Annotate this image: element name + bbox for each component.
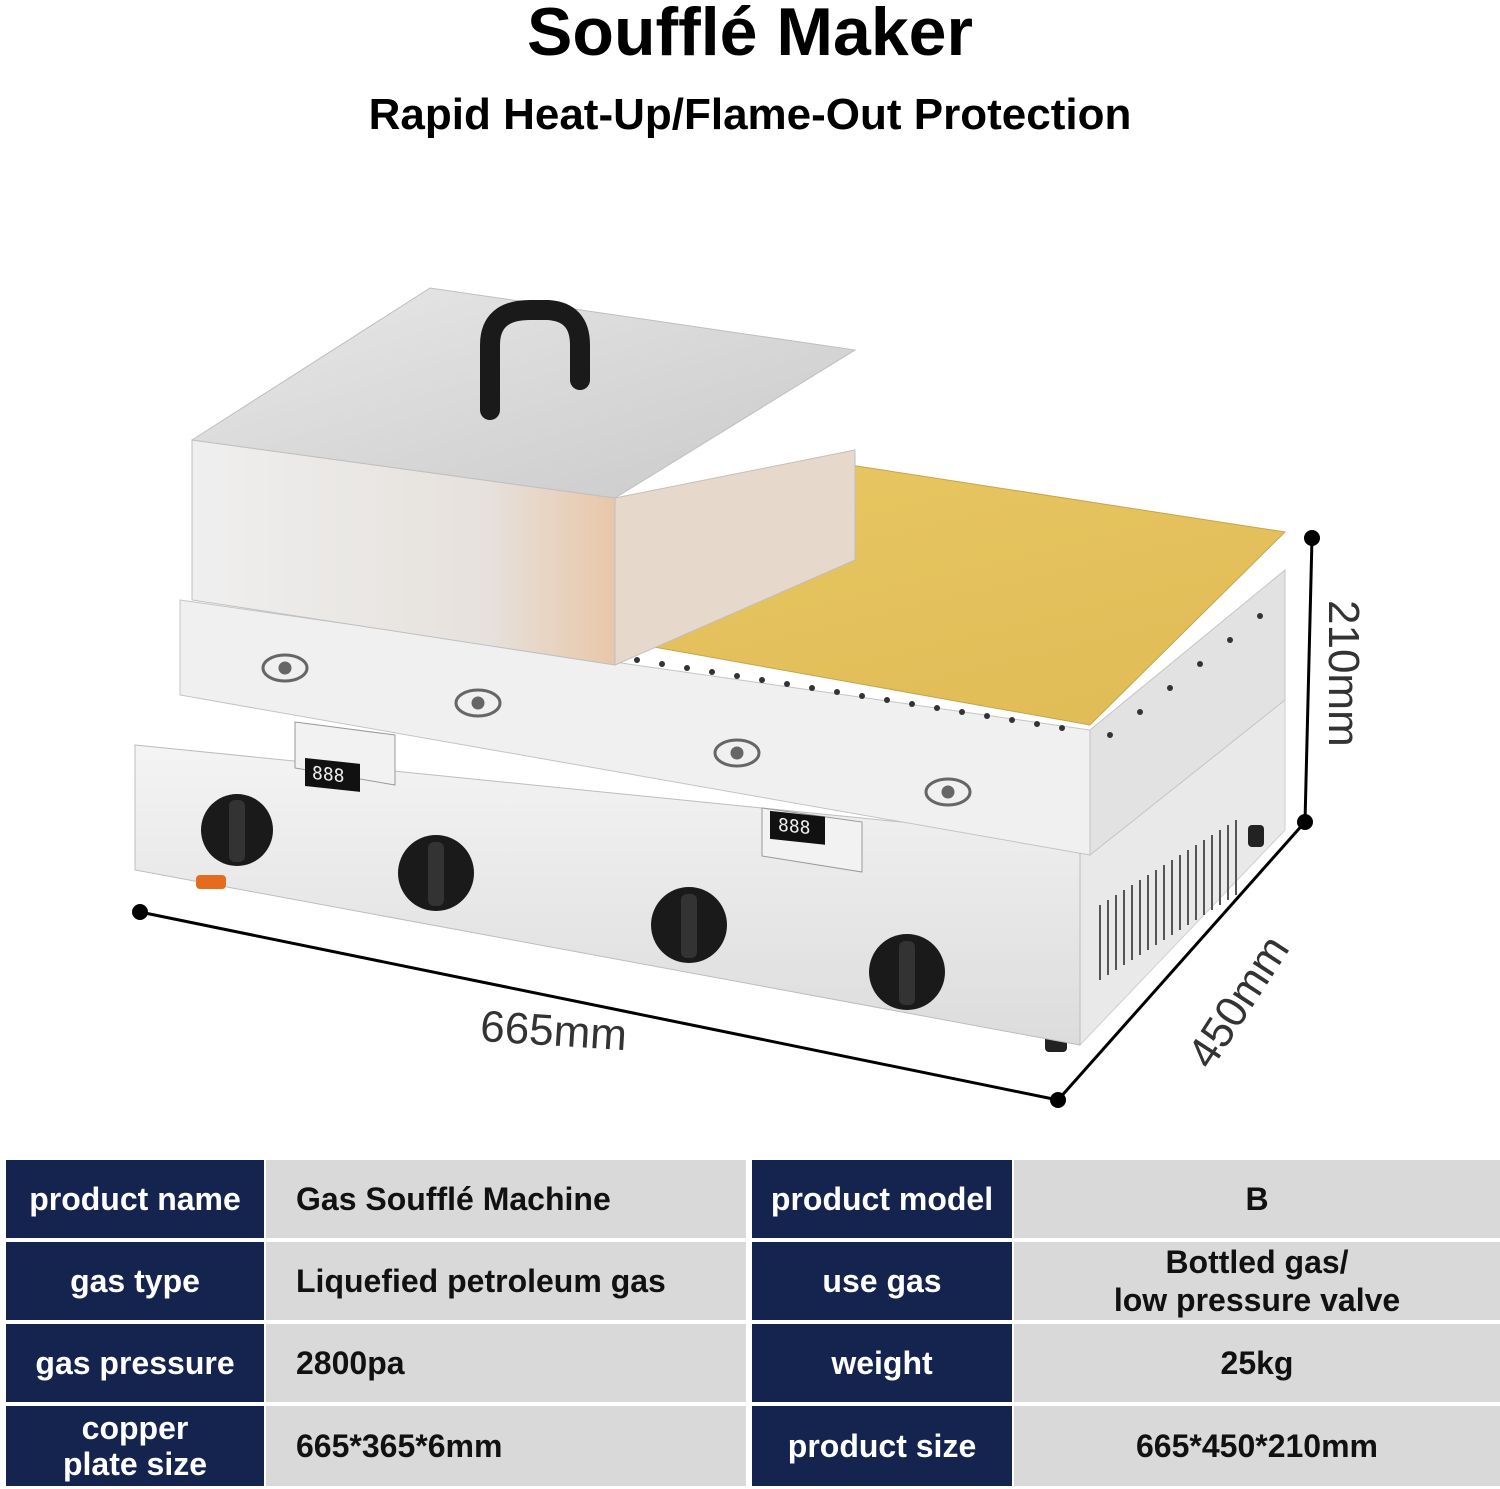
dimension-lines <box>139 537 1314 1102</box>
knob-icon <box>651 887 727 963</box>
knob-icon <box>869 934 945 1010</box>
page-title: Soufflé Maker <box>527 0 973 70</box>
lid-top <box>190 287 857 499</box>
souffle-maker-drawing: 888 888 <box>132 287 1320 1108</box>
spec-value: Bottled gas/ low pressure valve <box>1014 1242 1500 1320</box>
product-illustration: 888 888 <box>0 160 1500 1140</box>
svg-text:888: 888 <box>778 815 810 839</box>
height-dimension-label: 210mm <box>1319 600 1368 747</box>
spec-value: 25kg <box>1014 1324 1500 1402</box>
spec-value: 2800pa <box>266 1324 746 1402</box>
vent-slots <box>1099 820 1237 980</box>
svg-text:888: 888 <box>312 763 344 787</box>
temperature-display-right: 888 <box>761 807 863 873</box>
spec-label: copper plate size <box>6 1406 264 1486</box>
lid-handle <box>480 300 590 420</box>
spec-label: gas pressure <box>6 1324 264 1402</box>
spec-value: 665*450*210mm <box>1014 1406 1500 1486</box>
spec-value: Gas Soufflé Machine <box>266 1160 746 1238</box>
spec-row: gas pressure 2800pa weight 25kg <box>0 1324 1500 1402</box>
burner-marks <box>261 653 972 807</box>
griddle-side <box>1089 568 1286 857</box>
spec-label: product name <box>6 1160 264 1238</box>
temperature-display-left: 888 <box>294 721 396 792</box>
page-subtitle: Rapid Heat-Up/Flame-Out Protection <box>368 90 1132 139</box>
spec-label: product model <box>752 1160 1012 1238</box>
spec-row: product name Gas Soufflé Machine product… <box>0 1160 1500 1238</box>
spec-label: use gas <box>752 1242 1012 1320</box>
knob-icon <box>398 835 474 911</box>
foot <box>1248 825 1264 847</box>
spec-label: weight <box>752 1324 1012 1402</box>
spec-value: B <box>1014 1160 1500 1238</box>
spec-row: copper plate size 665*365*6mm product si… <box>0 1406 1500 1486</box>
spec-label: product size <box>752 1406 1012 1486</box>
spec-value: 665*365*6mm <box>266 1406 746 1486</box>
spec-label: gas type <box>6 1242 264 1320</box>
spec-row: gas type Liquefied petroleum gas use gas… <box>0 1242 1500 1320</box>
knob-icon <box>201 794 273 866</box>
lid-side <box>614 449 856 666</box>
spec-value: Liquefied petroleum gas <box>266 1242 746 1320</box>
width-dimension-label: 665mm <box>478 1002 629 1061</box>
dimension-endpoints <box>132 530 1320 1108</box>
gas-inlet <box>196 875 226 889</box>
